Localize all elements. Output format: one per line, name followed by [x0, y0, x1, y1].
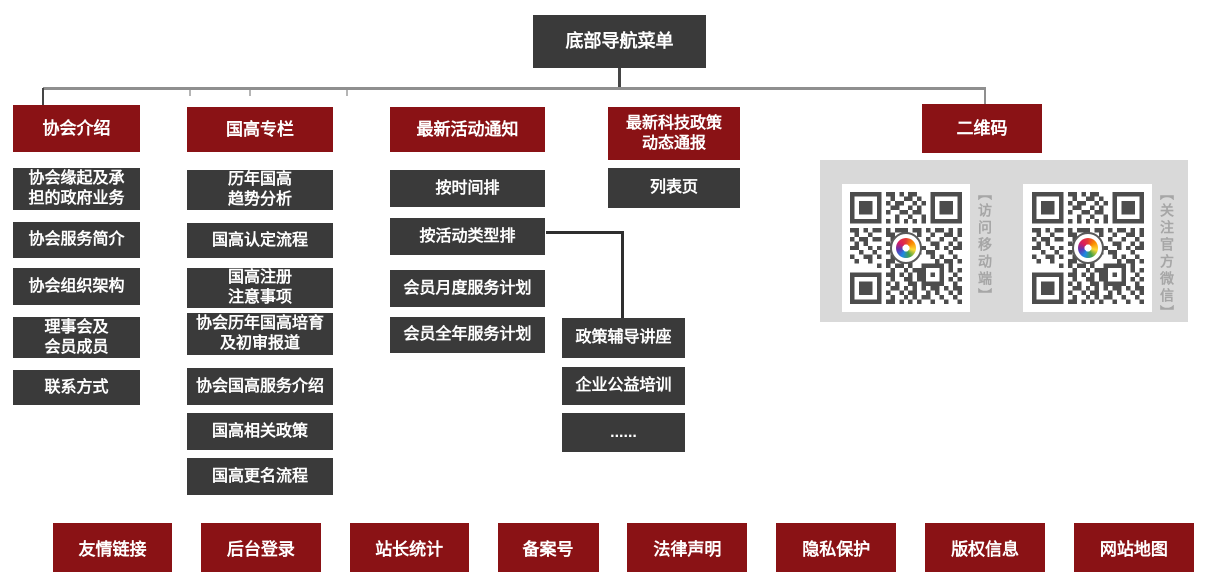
connector-branch-horizontal [546, 231, 624, 234]
footer-button-webmaster-stats: 站长统计 [349, 523, 469, 572]
connector-stub-3 [346, 90, 348, 96]
tree-node: 会员月度服务计划 [390, 270, 545, 307]
tree-node: 会员全年服务计划 [390, 317, 545, 353]
header-association-intro: 协会介绍 [13, 105, 140, 152]
footer-button-privacy-protection: 隐私保护 [776, 523, 897, 572]
connector-stub-1 [189, 90, 191, 96]
footer-button-sitemap: 网站地图 [1073, 523, 1194, 572]
tree-node: 企业公益培训 [562, 367, 685, 405]
connector-root-drop [618, 68, 621, 88]
tree-node: 政策辅导讲座 [562, 318, 685, 358]
tree-node: 理事会及 会员成员 [13, 317, 140, 358]
tree-node: 国高认定流程 [187, 223, 333, 258]
tree-node: 协会组织架构 [13, 268, 140, 305]
tree-node: 历年国高 趋势分析 [187, 170, 333, 210]
connector-drop-right [984, 88, 986, 104]
footer-button-copyright-info: 版权信息 [925, 523, 1046, 572]
connector-drop-left [42, 88, 44, 107]
root-node-bottom-nav-menu: 底部导航菜单 [533, 15, 706, 68]
tree-node: 按时间排 [390, 170, 545, 207]
tree-node: 协会国高服务介绍 [187, 368, 333, 405]
header-guogao-column: 国高专栏 [187, 107, 333, 152]
tree-node: 联系方式 [13, 370, 140, 405]
footer-button-friendly-links: 友情链接 [53, 523, 172, 572]
footer-button-admin-login: 后台登录 [200, 523, 321, 572]
qr-card-mobile [842, 184, 970, 312]
connector-branch-vertical [621, 231, 624, 318]
qr-center-logo-icon [1071, 232, 1104, 264]
header-latest-policy-bulletin: 最新科技政策 动态通报 [608, 107, 740, 160]
tree-node: 协会缘起及承 担的政府业务 [13, 168, 140, 210]
connector-stub-2 [249, 90, 251, 96]
qr-center-logo-icon [890, 232, 922, 264]
tree-node: 协会历年国高培育 及初审报道 [187, 313, 333, 355]
qr-card-wechat [1023, 184, 1152, 312]
tree-node: 国高注册 注意事项 [187, 268, 333, 308]
tree-node: 国高相关政策 [187, 413, 333, 450]
tree-node-ellipsis: ...... [562, 413, 685, 452]
tree-node: 国高更名流程 [187, 458, 333, 495]
tree-node: 协会服务简介 [13, 222, 140, 258]
footer-button-legal-notice: 法律声明 [627, 523, 748, 572]
tree-node: 列表页 [608, 168, 740, 208]
qr-label-wechat: 【关注官方微信】 [1159, 186, 1175, 322]
header-qrcode: 二维码 [922, 104, 1042, 153]
footer-button-row: 友情链接 后台登录 站长统计 备案号 法律声明 隐私保护 版权信息 网站地图 [53, 523, 1194, 572]
tree-node-by-activity-type: 按活动类型排 [390, 218, 545, 255]
footer-button-icp-number: 备案号 [497, 523, 599, 572]
connector-spine [43, 87, 986, 90]
qr-label-mobile: 【访问移动端】 [977, 186, 993, 305]
header-latest-activity-notice: 最新活动通知 [390, 107, 545, 152]
